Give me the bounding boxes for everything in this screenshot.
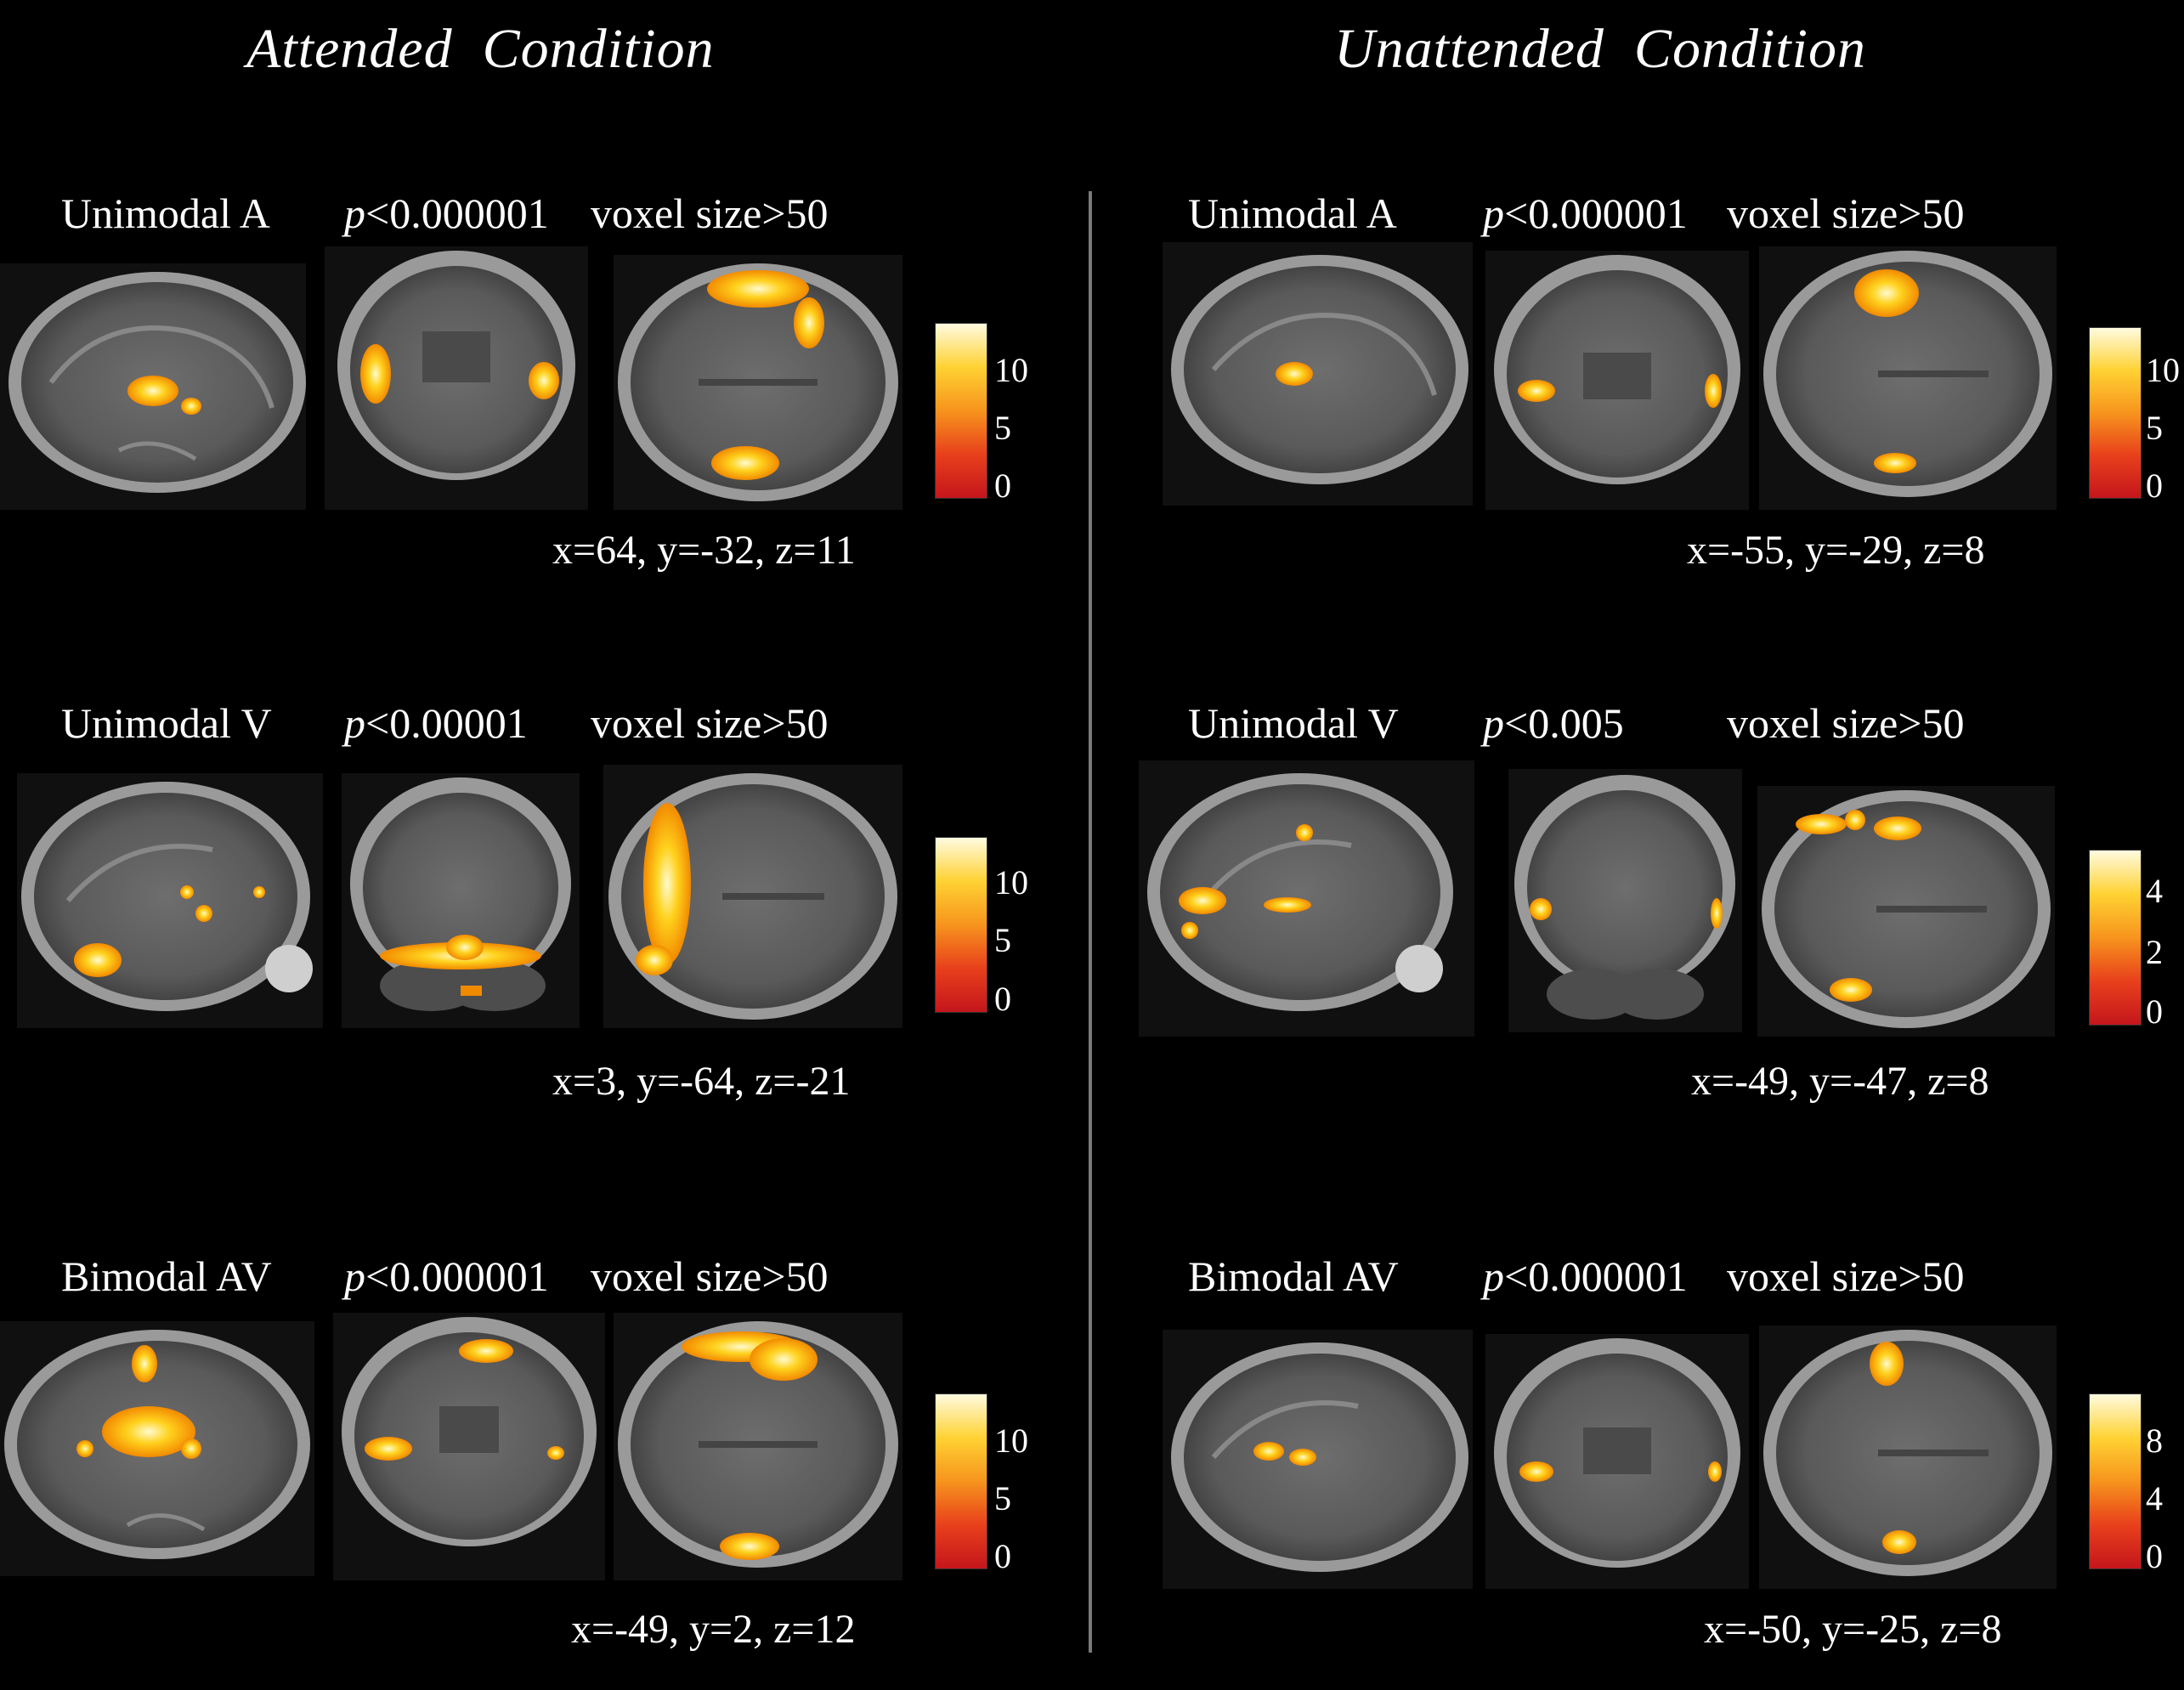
sagittal-slice <box>0 1321 314 1576</box>
colorbar-tick: 0 <box>994 466 1011 505</box>
colorbar-tick: 4 <box>2146 872 2163 910</box>
colorbar-tick: 0 <box>2146 992 2163 1031</box>
axial-slice <box>614 255 902 510</box>
coronal-slice <box>1485 1334 1749 1589</box>
colorbar <box>935 837 987 1013</box>
colorbar <box>2089 1393 2142 1569</box>
axial-slice <box>1759 246 2057 510</box>
row-label: Bimodal AV <box>61 1252 272 1300</box>
coordinates-label: x=64, y=-32, z=11 <box>552 528 856 573</box>
colorbar <box>2089 850 2142 1026</box>
voxel-size-label: voxel size>50 <box>591 1252 829 1300</box>
coordinates-label: x=-50, y=-25, z=8 <box>1704 1607 2002 1652</box>
p-value: p<0.000001 <box>344 1252 549 1300</box>
colorbar-tick: 10 <box>994 351 1028 389</box>
attended-condition-title: Attended Condition <box>246 18 715 80</box>
colorbar-tick: 10 <box>2146 351 2180 389</box>
coordinates-label: x=3, y=-64, z=-21 <box>552 1059 851 1104</box>
sagittal-slice <box>1163 1330 1473 1589</box>
voxel-size-label: voxel size>50 <box>591 699 829 747</box>
colorbar-tick: 10 <box>994 863 1028 902</box>
sagittal-slice <box>1163 242 1473 506</box>
colorbar-tick: 8 <box>2146 1422 2163 1460</box>
colorbar-tick: 0 <box>994 980 1011 1018</box>
p-value: p<0.000001 <box>344 189 549 237</box>
colorbar <box>2089 327 2142 499</box>
p-value: p<0.000001 <box>1483 1252 1688 1300</box>
voxel-size-label: voxel size>50 <box>1727 189 1965 237</box>
coordinates-label: x=-49, y=2, z=12 <box>571 1607 856 1652</box>
colorbar-tick: 2 <box>2146 933 2163 971</box>
sagittal-slice <box>0 263 306 510</box>
colorbar <box>935 1393 987 1569</box>
coronal-slice <box>342 773 580 1028</box>
colorbar-tick: 0 <box>2146 1537 2163 1575</box>
unattended-condition-title: Unattended Condition <box>1334 18 1866 80</box>
p-value: p<0.00001 <box>344 699 528 747</box>
colorbar-tick: 10 <box>994 1422 1028 1460</box>
coordinates-label: x=-55, y=-29, z=8 <box>1687 528 1985 573</box>
voxel-size-label: voxel size>50 <box>1727 699 1965 747</box>
voxel-size-label: voxel size>50 <box>1727 1252 1965 1300</box>
coronal-slice <box>1485 251 1749 510</box>
colorbar <box>935 323 987 499</box>
colorbar-tick: 5 <box>994 409 1011 447</box>
colorbar-tick: 0 <box>2146 466 2163 505</box>
colorbar-tick: 4 <box>2146 1479 2163 1518</box>
coronal-slice <box>325 246 588 510</box>
voxel-size-label: voxel size>50 <box>591 189 829 237</box>
row-label: Unimodal V <box>1188 699 1399 747</box>
axial-slice <box>1759 1325 2057 1589</box>
p-value: p<0.005 <box>1483 699 1624 747</box>
coronal-slice <box>1508 769 1742 1032</box>
colorbar-tick: 0 <box>994 1537 1011 1575</box>
colorbar-tick: 5 <box>2146 409 2163 447</box>
coronal-slice <box>333 1313 605 1580</box>
row-label: Bimodal AV <box>1188 1252 1399 1300</box>
colorbar-tick: 5 <box>994 1479 1011 1518</box>
coordinates-label: x=-49, y=-47, z=8 <box>1691 1059 1989 1104</box>
panel-divider <box>1089 191 1092 1653</box>
row-label: Unimodal A <box>1188 189 1397 237</box>
row-label: Unimodal V <box>61 699 272 747</box>
sagittal-slice <box>1139 760 1474 1037</box>
p-value: p<0.000001 <box>1483 189 1688 237</box>
axial-slice <box>603 765 902 1028</box>
sagittal-slice <box>17 773 323 1028</box>
row-label: Unimodal A <box>61 189 270 237</box>
axial-slice <box>1757 786 2055 1037</box>
colorbar-tick: 5 <box>994 921 1011 959</box>
axial-slice <box>614 1313 902 1580</box>
